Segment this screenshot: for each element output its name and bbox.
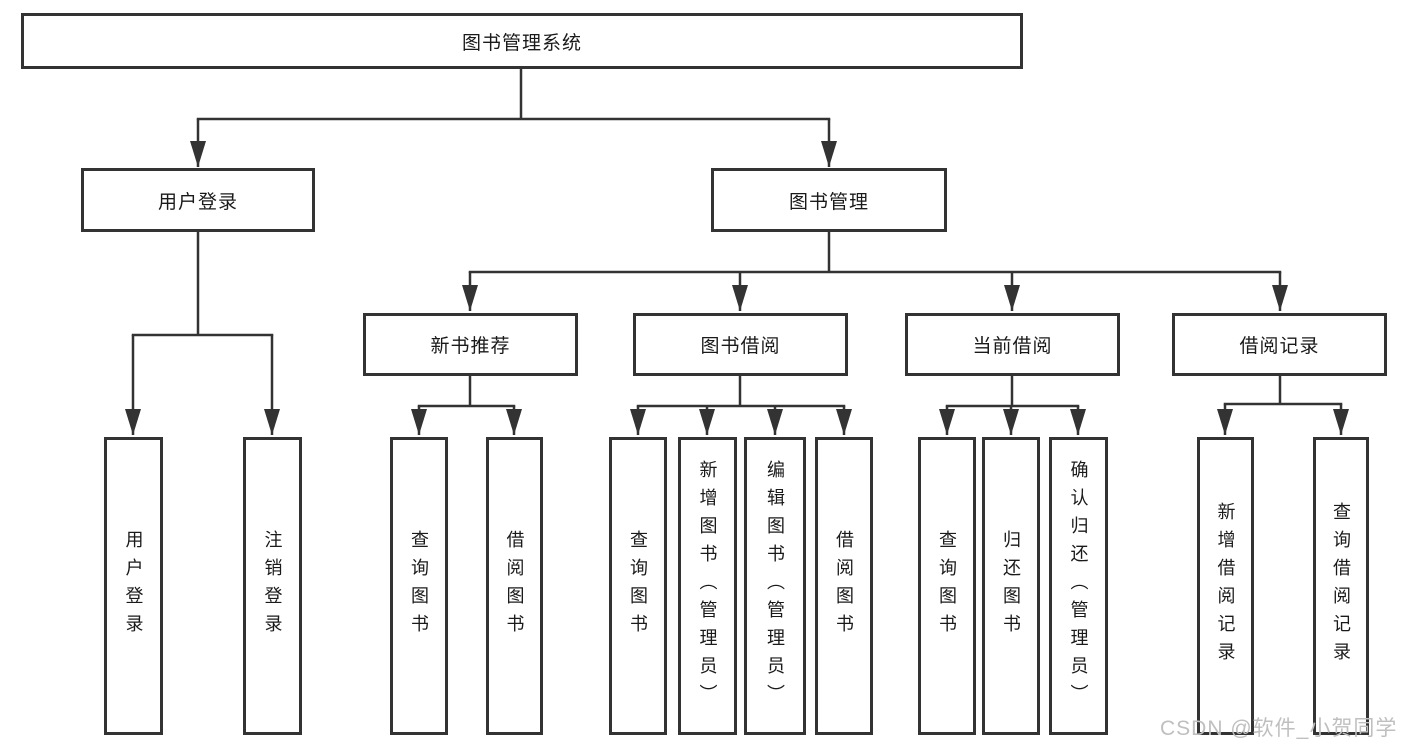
connector-current-split	[945, 376, 1080, 408]
leaf-edit-books-admin: 编辑图书（管理员）	[744, 437, 806, 735]
connector-book-borrow-split	[636, 376, 846, 408]
leaf-add-borrow-record: 新增借阅记录	[1197, 437, 1254, 735]
csdn-watermark: CSDN @软件_小贺同学	[1160, 717, 1398, 740]
node-borrowing-records: 借阅记录	[1172, 313, 1387, 376]
node-book-management: 图书管理	[711, 168, 947, 232]
leaf-query-books-current: 查询图书	[918, 437, 976, 735]
leaf-logout: 注销登录	[243, 437, 302, 735]
leaf-borrow-books-recommendation: 借阅图书	[486, 437, 543, 735]
node-current-borrowing: 当前借阅	[905, 313, 1120, 376]
connector-records-split	[1223, 376, 1343, 406]
leaf-borrow-books: 借阅图书	[815, 437, 873, 735]
leaf-user-login: 用户登录	[104, 437, 163, 735]
connector-user-login-split	[131, 232, 274, 337]
leaf-query-books: 查询图书	[609, 437, 667, 735]
leaf-query-books-recommendation: 查询图书	[390, 437, 448, 735]
connector-book-mgmt-split	[468, 232, 1282, 274]
node-user-login: 用户登录	[81, 168, 315, 232]
connector-new-rec-split	[417, 376, 516, 408]
connector-root-split	[196, 69, 831, 121]
node-library-management-system: 图书管理系统	[21, 13, 1023, 69]
leaf-query-borrow-record: 查询借阅记录	[1313, 437, 1369, 735]
leaf-return-books: 归还图书	[982, 437, 1040, 735]
leaf-confirm-return-admin: 确认归还（管理员）	[1049, 437, 1108, 735]
node-book-borrowing: 图书借阅	[633, 313, 848, 376]
node-new-book-recommendation: 新书推荐	[363, 313, 578, 376]
leaf-add-books-admin: 新增图书（管理员）	[678, 437, 737, 735]
